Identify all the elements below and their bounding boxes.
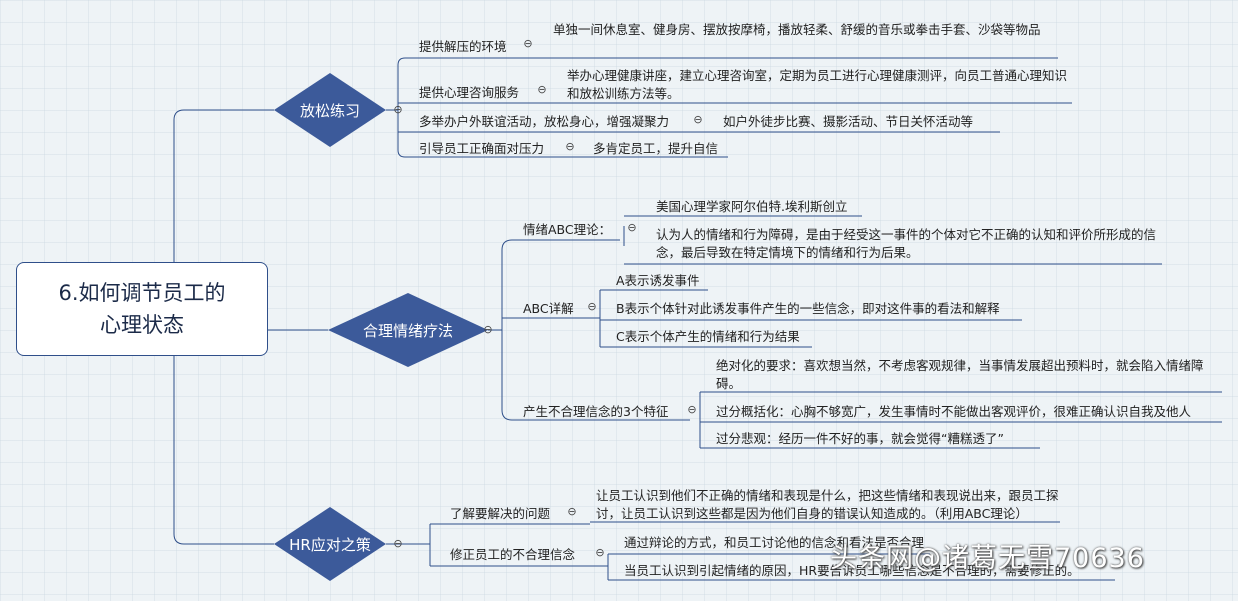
hr-understand[interactable]: 了解要解决的问题: [450, 506, 551, 521]
collapse-icon[interactable]: ⊖: [537, 83, 547, 96]
relax-activity-detail[interactable]: 如户外徒步比赛、摄影活动、节日关怀活动等: [723, 114, 974, 129]
rational-irrational[interactable]: 产生不合理信念的3个特征: [523, 404, 669, 419]
collapse-icon[interactable]: ⊖: [523, 37, 533, 50]
relax-env-detail[interactable]: 单独一间休息室、健身房、摆放按摩椅，播放轻柔、舒缓的音乐或拳击手套、沙袋等物品: [553, 22, 1041, 37]
rational-c[interactable]: C表示个体产生的情绪和行为结果: [616, 329, 800, 344]
rational-a[interactable]: A表示诱发事件: [616, 273, 700, 288]
rational-pessim[interactable]: 过分悲观：经历一件不好的事，就会觉得“糟糕透了”: [716, 431, 1004, 446]
relax-guide-detail[interactable]: 多肯定员工，提升自信: [593, 141, 719, 156]
rational-founder[interactable]: 美国心理学家阿尔伯特.埃利斯创立: [656, 199, 848, 214]
branch-hr[interactable]: HR应对之策: [274, 507, 386, 581]
relax-guide[interactable]: 引导员工正确面对压力: [419, 141, 545, 156]
hr-understand-detail[interactable]: 让员工认识到他们不正确的情绪和表现是什么，把这些情绪和表现说出来，跟员工探讨，让…: [596, 488, 1059, 521]
relax-env[interactable]: 提供解压的环境: [419, 39, 507, 54]
root-title-line1: 6.如何调节员工的: [58, 281, 226, 305]
root-topic[interactable]: 6.如何调节员工的 心理状态: [16, 262, 268, 356]
branch-rational[interactable]: 合理情绪疗法: [328, 293, 488, 367]
hr-debate[interactable]: 通过辩论的方式，和员工讨论他的信念和看法是否合理: [624, 535, 925, 550]
collapse-icon[interactable]: ⊖: [693, 113, 703, 126]
branch-relax[interactable]: 放松练习: [274, 73, 386, 147]
branch-hr-label: HR应对之策: [289, 535, 371, 554]
rational-theory-desc[interactable]: 认为人的情绪和行为障碍，是由于经受这一事件的个体对它不正确的认知和评价所形成的信…: [656, 227, 1157, 260]
collapse-icon[interactable]: ⊖: [567, 505, 577, 518]
branch-relax-label: 放松练习: [299, 101, 360, 120]
rational-over[interactable]: 过分概括化：心胸不够宽广，发生事情时不能做出客观评价，很难正确认识自我及他人: [716, 404, 1192, 419]
diamond-shape: [328, 293, 488, 367]
diamond-shape: [274, 507, 386, 581]
collapse-icon[interactable]: ⊖: [595, 546, 605, 559]
diamond-shape: [274, 73, 386, 147]
hr-realize[interactable]: 当员工认识到引起情绪的原因，HR要告诉员工哪些信念是不合理的，需要修正的。: [624, 563, 1080, 578]
collapse-icon[interactable]: ⊖: [587, 300, 597, 313]
branch-rational-label: 合理情绪疗法: [362, 321, 453, 340]
relax-activity[interactable]: 多举办户外联谊活动，放松身心，增强凝聚力: [419, 114, 670, 129]
collapse-icon[interactable]: ⊖: [483, 323, 493, 336]
rational-theory[interactable]: 情绪ABC理论：: [523, 222, 612, 237]
collapse-icon[interactable]: ⊖: [565, 140, 575, 153]
relax-consult-detail[interactable]: 举办心理健康讲座，建立心理咨询室，定期为员工进行心理健康测评，向员工普通心理知识…: [567, 68, 1068, 101]
rational-b[interactable]: B表示个体针对此诱发事件产生的一些信念，即对这件事的看法和解释: [616, 301, 1000, 316]
watermark: 头条网@诸葛无雪70636: [830, 543, 1145, 574]
rational-abs[interactable]: 绝对化的要求：喜欢想当然，不考虑客观规律，当事情发展超出预料时，就会陷入情绪障碍…: [716, 358, 1204, 391]
rational-abc[interactable]: ABC详解: [523, 301, 574, 316]
collapse-icon[interactable]: ⊖: [393, 103, 403, 116]
relax-consult[interactable]: 提供心理咨询服务: [419, 85, 520, 100]
collapse-icon[interactable]: ⊖: [687, 403, 697, 416]
hr-correct[interactable]: 修正员工的不合理信念: [450, 547, 576, 562]
collapse-icon[interactable]: ⊖: [393, 537, 403, 550]
collapse-icon[interactable]: ⊖: [627, 221, 637, 234]
root-title-line2: 心理状态: [99, 313, 184, 337]
